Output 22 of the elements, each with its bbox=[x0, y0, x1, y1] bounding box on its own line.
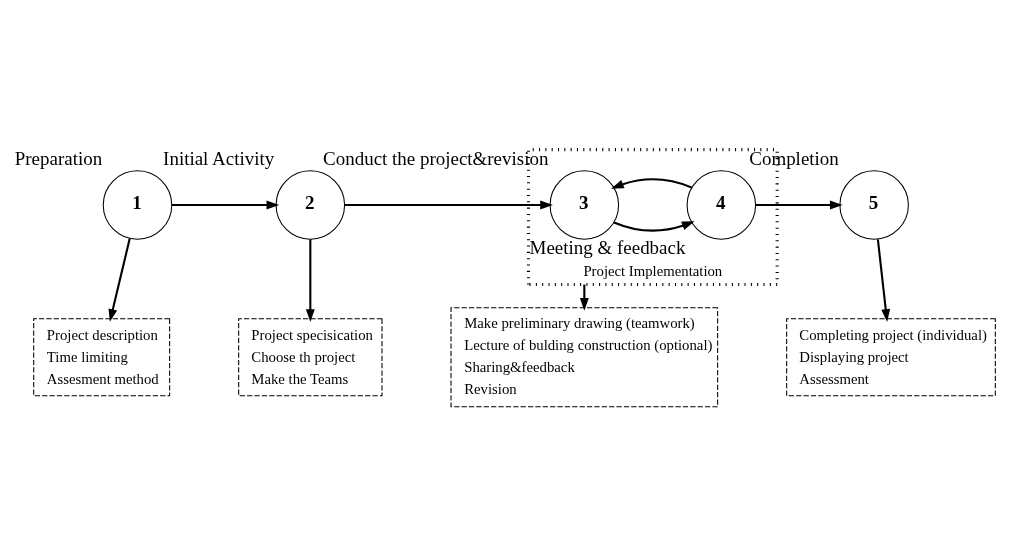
node-circle: 4 bbox=[686, 170, 757, 240]
arrow bbox=[344, 200, 553, 210]
node-box: Make preliminary drawing (teamwork) Lecture of bulding construction (optional) Sharing&feedback Revision bbox=[450, 307, 719, 408]
arrow bbox=[108, 238, 131, 322]
node-label: Completion bbox=[749, 147, 839, 169]
node-box: Completing project (individual) Displaying project Assessment bbox=[786, 318, 996, 397]
node-label: Initial Activity bbox=[163, 147, 275, 169]
arrow bbox=[171, 200, 280, 210]
arrow bbox=[611, 178, 692, 189]
node-circle: 1 bbox=[102, 170, 173, 240]
node-label: Conduct the project&revision bbox=[323, 147, 549, 169]
arrow bbox=[876, 239, 891, 322]
node-label: Preparation bbox=[14, 147, 103, 169]
node-box: Project description Time limiting Assesment method bbox=[33, 318, 171, 397]
arrow bbox=[305, 239, 315, 322]
node-circle: 5 bbox=[839, 170, 909, 240]
node-label: Meeting & feedback bbox=[529, 237, 686, 259]
node-circle: 2 bbox=[275, 170, 346, 240]
arrow bbox=[755, 200, 843, 210]
node-box: Project specisication Choose th project Make the Teams bbox=[238, 318, 383, 397]
node-circle: 3 bbox=[549, 170, 620, 240]
arrow bbox=[613, 221, 695, 232]
